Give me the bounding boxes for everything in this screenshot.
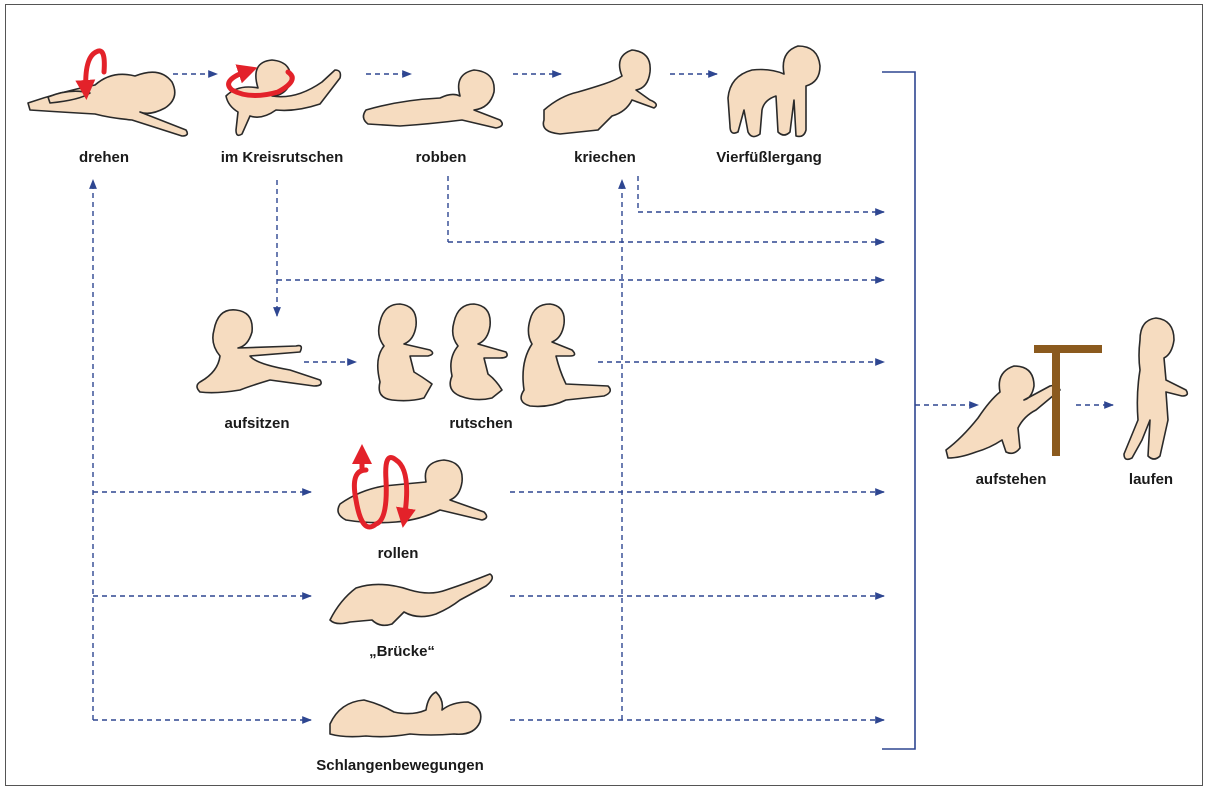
label-kreisrutschen: im Kreisrutschen	[221, 149, 344, 166]
baby-kriechen-figure	[543, 50, 656, 134]
label-drehen: drehen	[79, 149, 129, 166]
baby-drehen-figure	[28, 51, 187, 136]
label-schlangen: Schlangenbewegungen	[316, 757, 484, 774]
baby-laufen-figure	[1124, 318, 1187, 459]
label-aufsitzen: aufsitzen	[224, 415, 289, 432]
label-rutschen: rutschen	[449, 415, 512, 432]
label-aufstehen: aufstehen	[976, 471, 1047, 488]
baby-bruecke-figure	[330, 574, 492, 625]
label-kriechen: kriechen	[574, 149, 636, 166]
baby-schlangen-figure	[330, 692, 481, 737]
baby-vierfuessler-figure	[728, 46, 820, 137]
label-rollen: rollen	[378, 545, 419, 562]
baby-robben-figure	[363, 70, 502, 128]
baby-kreisrutschen-figure	[226, 60, 340, 135]
label-laufen: laufen	[1129, 471, 1173, 488]
label-vierfuessler: Vierfüßlergang	[716, 149, 822, 166]
flow-arrows	[93, 72, 1113, 749]
baby-rollen-figure	[338, 452, 487, 527]
baby-rutschen-figure	[378, 304, 611, 406]
baby-aufsitzen-figure	[197, 310, 321, 393]
baby-aufstehen-figure	[946, 366, 1060, 458]
label-bruecke: „Brücke“	[369, 643, 435, 660]
label-robben: robben	[416, 149, 467, 166]
